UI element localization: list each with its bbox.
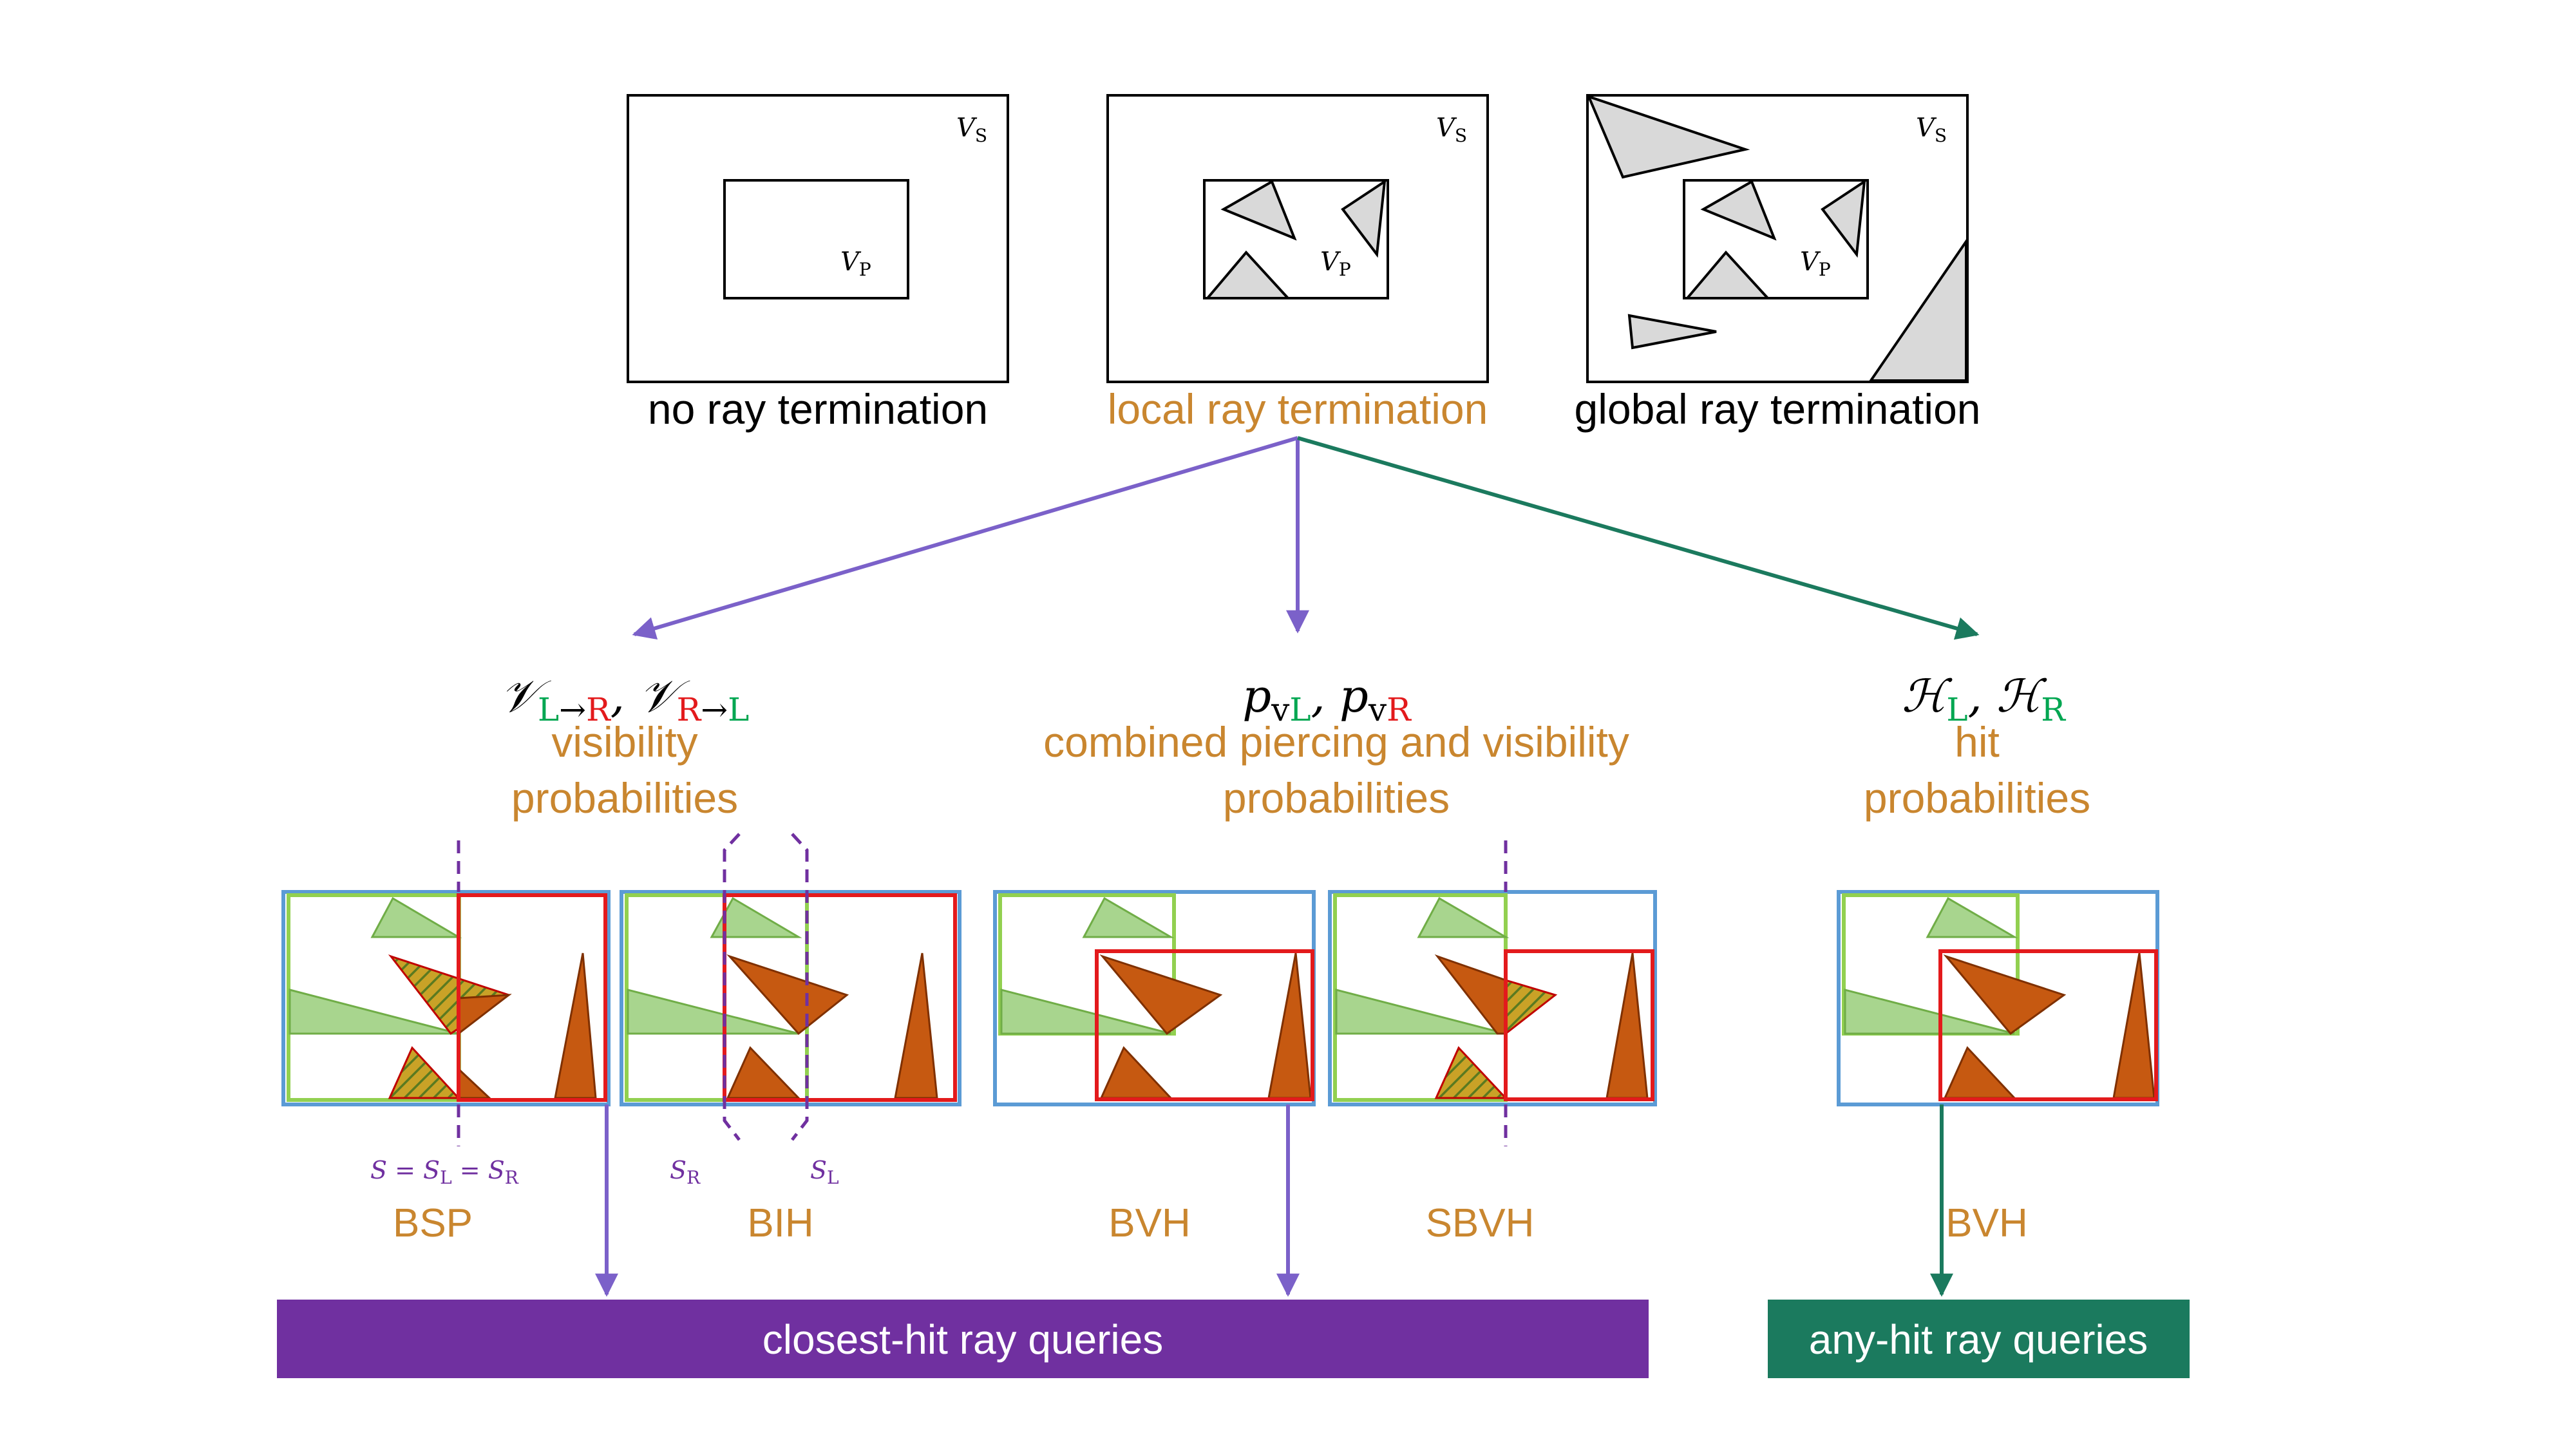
vp-label: VP (1320, 247, 1351, 280)
visibility-line1: visibility (551, 718, 697, 766)
bvh-panel (993, 890, 1316, 1106)
hit-branch-label: ℋL, ℋR hit probabilities (1864, 670, 2090, 822)
triangle (289, 989, 459, 1035)
visibility-branch-label: 𝒱L→R, 𝒱R→L visibility probabilities (500, 670, 750, 822)
bsp-label: BSP (393, 1201, 473, 1245)
split-plane-right (723, 833, 741, 1141)
triangle (710, 896, 802, 938)
triangle (1341, 178, 1387, 258)
arrow-to-hit (1297, 436, 1980, 640)
bih-panel (620, 833, 961, 1141)
triangle (1684, 250, 1771, 299)
triangle (627, 989, 799, 1035)
hit-line2: probabilities (1864, 774, 2090, 822)
bih-sr-label: SR (670, 1156, 701, 1188)
triangle (1700, 180, 1777, 241)
triangle (1082, 896, 1175, 938)
triangle (1821, 178, 1866, 258)
bih-sl-label: SL (810, 1156, 839, 1188)
bvh-anyhit-label: BVH (1946, 1201, 2027, 1245)
right-child-bounds (1095, 949, 1314, 1101)
combined-line2: probabilities (1223, 774, 1450, 822)
closest-hit-bar: closest-hit ray queries (277, 1300, 1649, 1378)
hit-line1: hit (1955, 718, 2000, 766)
triangle (1434, 1046, 1508, 1099)
triangle (1099, 954, 1223, 1036)
combined-branch-label: pvL, pvR combined piercing and visibilit… (1043, 670, 1629, 822)
triangle (1000, 989, 1171, 1035)
sbvh-panel (1328, 840, 1657, 1146)
any-hit-bar: any-hit ray queries (1768, 1300, 2190, 1378)
triangle (1844, 989, 2015, 1035)
global-termination-label: global ray termination (1575, 385, 1981, 433)
combined-symbols: pvL, pvR (1242, 670, 1412, 728)
triangle (1417, 896, 1510, 938)
triangle (1204, 250, 1291, 299)
triangle (1586, 94, 1750, 179)
triangle (388, 1046, 461, 1099)
triangle (726, 954, 849, 1036)
vs-label: VS (956, 113, 987, 146)
bsp-panel (281, 840, 611, 1146)
split-plane-left (791, 833, 809, 1141)
triangle (1926, 896, 2018, 938)
bih-label: BIH (747, 1201, 813, 1245)
triangle (1335, 989, 1506, 1035)
combined-line1: combined piercing and visibility (1043, 718, 1629, 766)
sbvh-label: SBVH (1426, 1201, 1535, 1245)
triangle (1868, 237, 1967, 382)
arrow-to-visibility (632, 436, 1298, 640)
local-termination-label: local ray termination (1108, 385, 1488, 433)
right-child-bounds (457, 893, 607, 1102)
triangle (370, 896, 462, 938)
right-child-bounds (1504, 949, 1654, 1101)
bsp-split-equation: S = SL = SR (370, 1156, 519, 1188)
any-hit-label: any-hit ray queries (1809, 1316, 2148, 1363)
vp-label: VP (1800, 247, 1831, 280)
vs-label: VS (1436, 113, 1467, 146)
vs-label: VS (1916, 113, 1947, 146)
triangle (1943, 954, 2067, 1036)
vp-label: VP (840, 247, 871, 280)
no-termination-label: no ray termination (648, 385, 988, 433)
right-child-bounds (1938, 949, 2158, 1101)
visibility-line2: probabilities (511, 774, 738, 822)
primitive-volume (723, 179, 909, 299)
bvh-label: BVH (1108, 1201, 1190, 1245)
visibility-symbols: 𝒱L→R, 𝒱R→L (500, 670, 750, 728)
triangle (1627, 314, 1717, 350)
panel-no-termination: VS VP no ray termination (627, 94, 1009, 433)
triangle (1220, 180, 1297, 241)
closest-hit-label: closest-hit ray queries (762, 1316, 1163, 1363)
bvh-anyhit-panel (1837, 890, 2159, 1106)
panel-local-termination: VS VP local ray termination (1106, 94, 1489, 433)
hit-symbols: ℋL, ℋR (1902, 670, 2066, 728)
panel-global-termination: VS VP global ray termination (1575, 94, 1981, 433)
